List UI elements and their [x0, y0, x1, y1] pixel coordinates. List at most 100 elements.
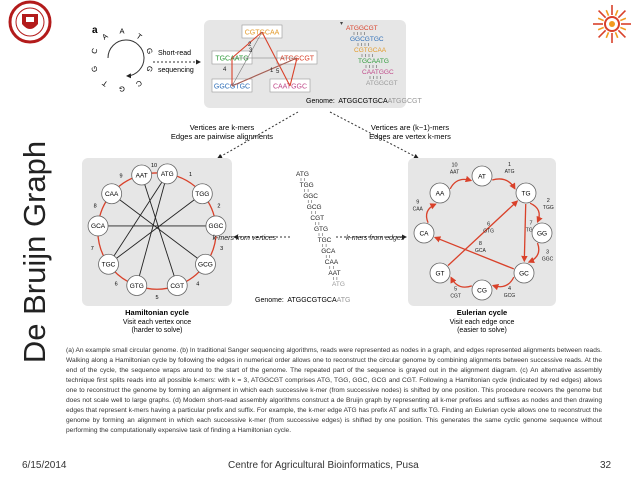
- eulerian-edge-number: 9: [416, 199, 419, 205]
- genome-base: C: [89, 47, 99, 55]
- eulerian-edge: [425, 203, 437, 224]
- cornell-seal-logo: [8, 0, 52, 44]
- eulerian-sub2: (easier to solve): [457, 327, 507, 334]
- kmer-node-label: TGG: [195, 191, 209, 198]
- eulerian-edge-number: 3: [546, 249, 549, 255]
- eulerian-edge-number: 10: [451, 162, 457, 168]
- eulerian-edge-number: 2: [547, 198, 550, 204]
- k1mer-node-label: AA: [436, 190, 445, 197]
- read-label: GGCGTGC: [214, 84, 250, 91]
- alignment-start-marker: ▾: [340, 21, 343, 27]
- panel-d: ATG1TGG2GGC3GCG4CGT5GTG6TGC7GCA8CAA9AAT1…: [408, 158, 556, 334]
- vertices-k1mers-label: Vertices are (k−1)-mers: [371, 123, 449, 132]
- kmer-node-label: GTG: [130, 283, 144, 290]
- read-label: CAATGGC: [273, 84, 307, 91]
- eulerian-edge: [449, 175, 473, 190]
- sun-ray: [614, 9, 619, 16]
- k1mer-node: [429, 262, 451, 284]
- staircase-kmer: GTG: [314, 226, 328, 233]
- sun-ray: [620, 17, 627, 22]
- hamiltonian-edge-number: 6: [115, 281, 118, 287]
- eulerian-edge-number: 1: [508, 162, 511, 168]
- panel-a-letter: a: [92, 25, 98, 36]
- overlap-chord: [135, 173, 168, 287]
- figure-caption: (a) An example small circular genome. (b…: [66, 347, 602, 435]
- eulerian-edge-label: ATG: [505, 169, 515, 175]
- kmer-node-label: CAA: [105, 191, 119, 198]
- staircase-kmer: GCA: [321, 248, 336, 255]
- sun-ray: [597, 17, 604, 22]
- kmer-node-label: TGC: [102, 262, 116, 269]
- eulerian-edge-label: GCG: [504, 293, 516, 299]
- staircase-kmer: GCG: [307, 204, 322, 211]
- sun-ray: [617, 29, 627, 39]
- read-node: [276, 50, 318, 65]
- kmers-from-vertices-label: k-mers from vertices: [213, 235, 277, 242]
- sequencing-label: sequencing: [158, 67, 194, 74]
- k1mer-node-label: CG: [477, 287, 487, 294]
- kmer-node: [166, 275, 188, 296]
- genome-gray: ATGGCGT: [388, 98, 423, 105]
- sun-ray: [614, 32, 619, 39]
- k1mer-node-label: CA: [419, 230, 429, 237]
- eulerian-edge-number: 7: [529, 221, 532, 227]
- eulerian-edge-number: 8: [479, 241, 482, 247]
- eulerian-edge-number: 6: [487, 221, 490, 227]
- read-edge-number: 4: [223, 67, 227, 73]
- eulerian-edge: [447, 200, 519, 266]
- kmers-from-edges-label: k-mers from edges: [346, 235, 405, 242]
- k1mer-node: [413, 222, 435, 244]
- eulerian-edge-number: 5: [454, 287, 457, 293]
- middle-connectors: Vertices are k-mers Edges are pairwise a…: [171, 111, 451, 159]
- hamiltonian-sub2: (harder to solve): [132, 327, 183, 334]
- kmer-node-label: AAT: [136, 172, 148, 179]
- sun-ray: [597, 9, 607, 19]
- staircase-kmer: CGT: [310, 215, 324, 222]
- hamiltonian-edge-number: 4: [196, 281, 199, 287]
- kmer-node: [195, 253, 216, 275]
- hamiltonian-edge-number: 3: [220, 246, 223, 252]
- eulerian-edge-number: 4: [508, 286, 511, 292]
- eulerian-edge-label: TGG: [543, 205, 554, 211]
- hamiltonian-sub1: Visit each vertex once: [123, 319, 191, 326]
- eulerian-edge: [433, 236, 515, 270]
- k1mer-node-label: GC: [519, 270, 529, 277]
- k1mer-node: [531, 222, 553, 244]
- k1mer-node: [513, 262, 535, 284]
- genome-base: A: [119, 27, 124, 36]
- staircase-kmer: CAA: [325, 259, 339, 266]
- staircase-kmer: ATG: [296, 171, 309, 178]
- footer-organization: Centre for Agricultural Bioinformatics, …: [228, 460, 419, 471]
- eulerian-edges: ATG1TGG2GGC3GCG4CGT5GTG6TGC7GCA8CAA9AAT1…: [413, 162, 554, 300]
- hamiltonian-edge-number: 5: [155, 295, 158, 301]
- overlap-chord: [140, 174, 178, 286]
- genome-base: G: [119, 85, 125, 94]
- footer-date: 6/15/2014: [22, 460, 67, 471]
- read-edge-number: 3: [249, 48, 253, 54]
- genome-base: T: [100, 78, 109, 88]
- hamiltonian-edge-number: 2: [217, 204, 220, 210]
- staircase-kmer: TGG: [300, 182, 314, 189]
- kmer-node-label: GCA: [91, 223, 106, 230]
- right-dashed-arrow: [329, 111, 419, 159]
- eulerian-edge: [492, 178, 516, 190]
- eulerian-edge: [450, 276, 473, 288]
- eulerian-edge-label: CAA: [413, 206, 424, 212]
- kmer-node: [87, 215, 109, 237]
- center-genome-gray: ATG: [337, 297, 351, 304]
- genome-base: C: [134, 78, 144, 89]
- eulerian-edge-label: AAT: [450, 169, 459, 175]
- staircase-kmer: GGC: [303, 193, 318, 200]
- kmer-node-label: ATG: [161, 171, 174, 178]
- center-genome-main: ATGGCGTGCA: [287, 297, 337, 304]
- alignment-read: CAATGGC: [362, 69, 394, 76]
- sun-ray: [597, 26, 604, 31]
- panel-b-genome-line: Genome: ATGGCGTGCAATGGCGT: [306, 98, 422, 105]
- kmer-node: [101, 183, 123, 205]
- sun-logo: [593, 5, 631, 43]
- sun-ray: [617, 9, 627, 19]
- staircase-kmer: ATG: [332, 281, 345, 288]
